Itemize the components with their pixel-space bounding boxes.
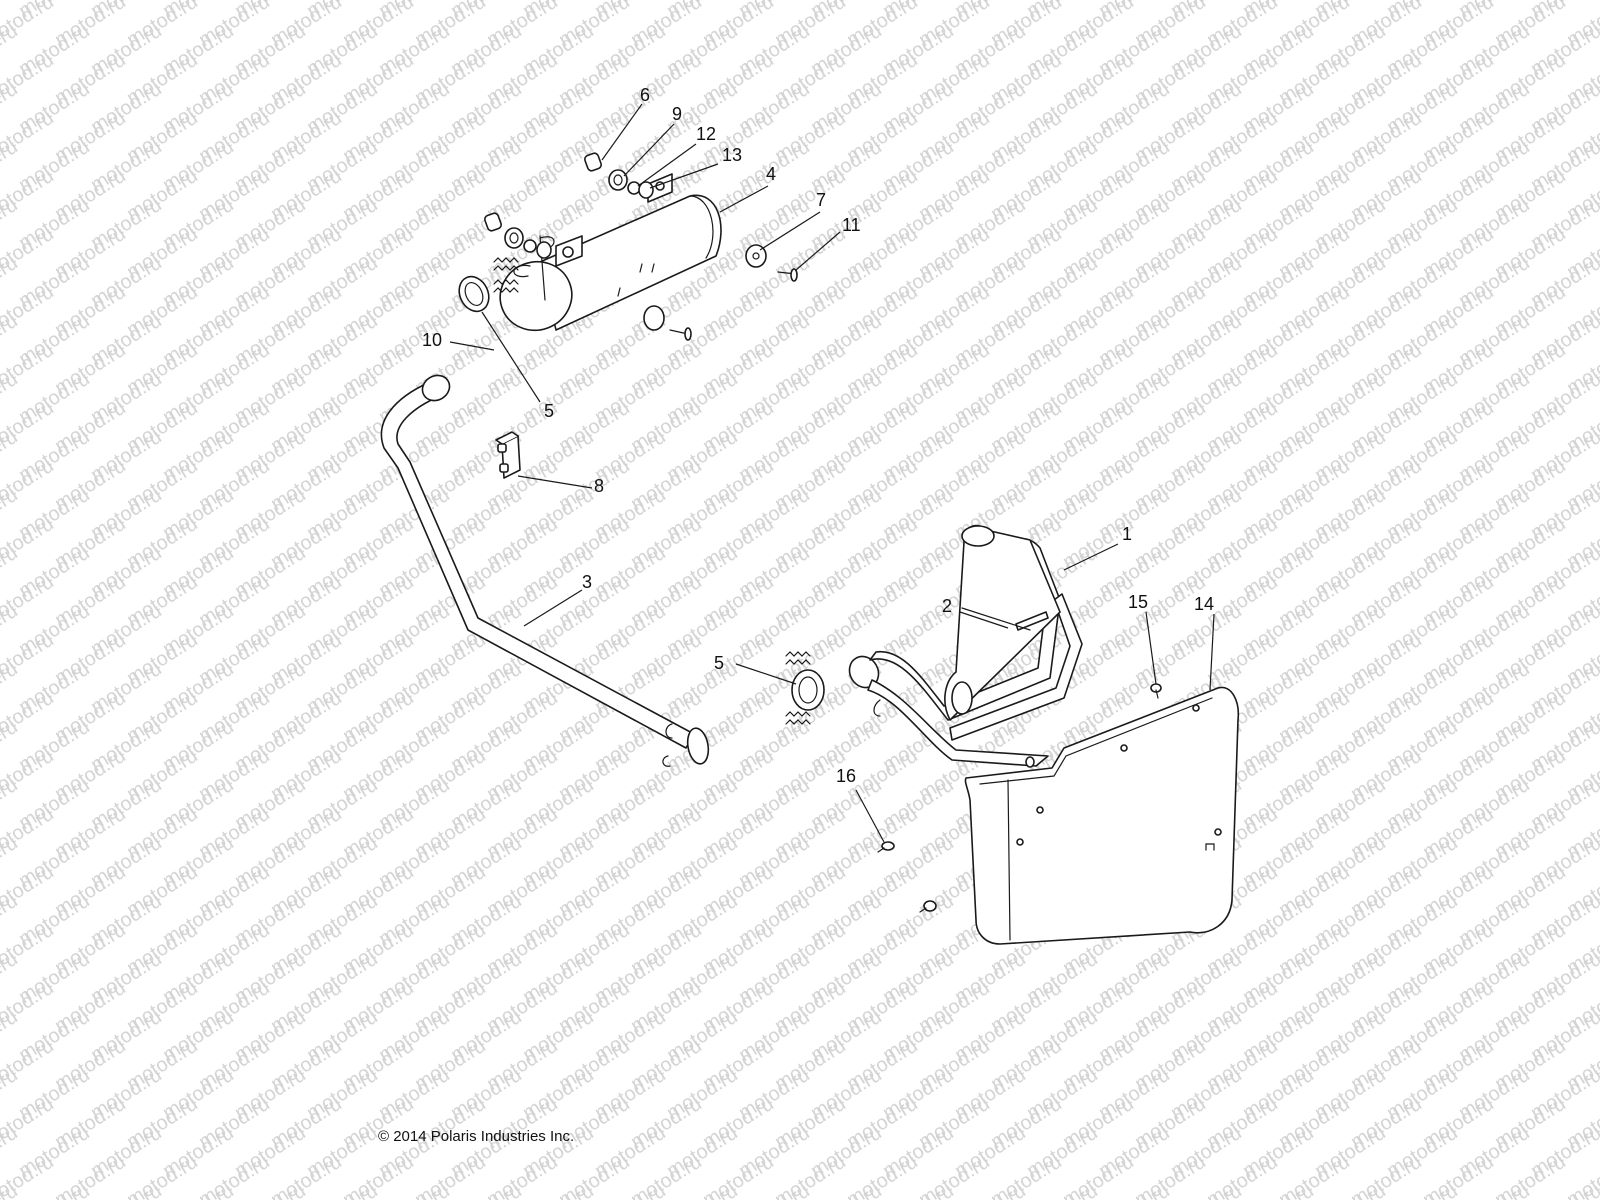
callout-1: 1 [1122, 524, 1132, 544]
screw-16 [877, 841, 895, 853]
washer-bolt-lower [643, 305, 692, 341]
exhaust-seal-lower [785, 651, 825, 725]
exhaust-guard [964, 686, 1240, 945]
callout-16: 16 [836, 766, 856, 786]
callout-9: 9 [672, 104, 682, 124]
callout-5-lower: 5 [714, 653, 724, 673]
bolt-15 [1150, 683, 1162, 699]
callout-12: 12 [696, 124, 716, 144]
callout-13: 13 [722, 145, 742, 165]
heat-shield [944, 524, 1061, 721]
muffler [499, 173, 722, 332]
lock-nut-upper [627, 181, 641, 195]
copyright-notice: © 2014 Polaris Industries Inc. [378, 1128, 575, 1145]
callout-15: 15 [1128, 592, 1148, 612]
callout-5-upper: 5 [544, 401, 554, 421]
bolt-11 [777, 268, 798, 282]
washer-7 [745, 244, 767, 268]
callout-14: 14 [1194, 594, 1214, 614]
exhaust-seal-upper [458, 275, 490, 313]
rubber-isolator [495, 431, 521, 479]
callout-7: 7 [816, 190, 826, 210]
callout-8: 8 [594, 476, 604, 496]
callout-6: 6 [640, 85, 650, 105]
callout-3: 3 [582, 572, 592, 592]
callout-2: 2 [942, 596, 952, 616]
screw-near-guard [1025, 756, 1035, 768]
grommet-upper [608, 169, 628, 191]
leader-lines [449, 103, 1215, 843]
callout-4: 4 [766, 164, 776, 184]
exhaust-pipe [380, 374, 710, 767]
callout-11: 11 [842, 215, 861, 235]
callout-10: 10 [422, 330, 442, 350]
callout-labels: 6 9 12 13 4 7 11 10 5 8 3 5 1 2 15 14 16 [422, 85, 1214, 786]
grommet-spacer-lower [484, 212, 552, 259]
springs-10 [493, 257, 519, 293]
washer-upper [638, 181, 654, 199]
screw-lower [919, 900, 937, 913]
grommet-spacer-upper [584, 152, 602, 172]
